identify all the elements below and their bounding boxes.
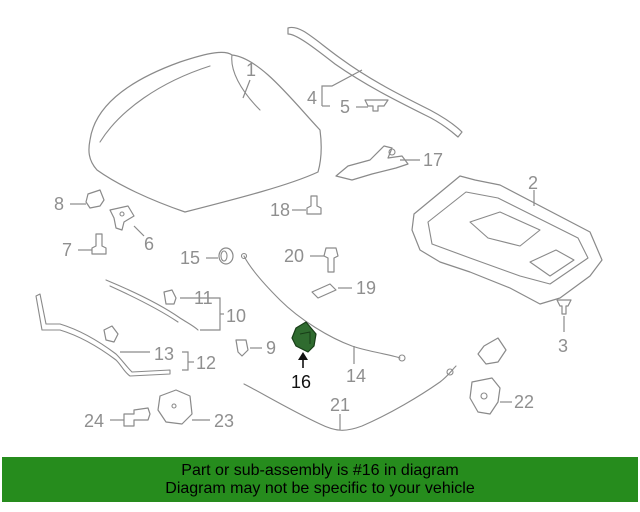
hood-support-rod[interactable] bbox=[240, 252, 406, 362]
callout-9: 9 bbox=[250, 338, 276, 358]
callout-6: 6 bbox=[133, 225, 154, 254]
hood-panel[interactable] bbox=[88, 51, 322, 213]
callout-8: 8 bbox=[54, 194, 86, 214]
callout-6-label: 6 bbox=[144, 234, 154, 254]
clip-9[interactable] bbox=[235, 339, 249, 357]
hood-release-cable[interactable] bbox=[243, 337, 507, 431]
callout-11: 11 bbox=[194, 288, 213, 308]
callout-2-label: 2 bbox=[528, 173, 538, 193]
callout-18: 18 bbox=[270, 200, 306, 220]
hood-seal-weatherstrip[interactable] bbox=[287, 26, 463, 138]
callout-19: 19 bbox=[338, 278, 376, 298]
front-seal-strip[interactable] bbox=[105, 279, 199, 331]
callout-24-label: 24 bbox=[84, 411, 104, 431]
callout-1: 1 bbox=[242, 60, 256, 99]
callout-23: 23 bbox=[192, 411, 234, 431]
bolt-18[interactable] bbox=[306, 195, 322, 215]
callout-12: 12 bbox=[182, 351, 216, 373]
callout-12-label: 12 bbox=[196, 353, 216, 373]
bolt-7[interactable] bbox=[91, 233, 107, 255]
callout-11-label: 11 bbox=[194, 288, 213, 308]
callout-20: 20 bbox=[284, 246, 324, 266]
callout-18-label: 18 bbox=[270, 200, 290, 220]
callout-2: 2 bbox=[528, 173, 538, 206]
callout-22: 22 bbox=[500, 392, 534, 412]
hood-bracket[interactable] bbox=[109, 205, 135, 231]
banner-line-1: Part or sub-assembly is #16 in diagram bbox=[181, 461, 459, 479]
callout-15: 15 bbox=[180, 248, 218, 268]
callout-17-label: 17 bbox=[423, 150, 443, 170]
callout-24: 24 bbox=[84, 411, 124, 431]
callout-23-label: 23 bbox=[214, 411, 234, 431]
hood-latch[interactable] bbox=[335, 145, 409, 181]
callout-14: 14 bbox=[346, 346, 366, 386]
callout-20-label: 20 bbox=[284, 246, 304, 266]
banner-line-2: Diagram may not be specific to your vehi… bbox=[165, 479, 475, 497]
grommet[interactable] bbox=[218, 247, 234, 265]
hood-release-handle[interactable] bbox=[469, 377, 501, 415]
callout-15-label: 15 bbox=[180, 248, 200, 268]
callout-7-label: 7 bbox=[62, 240, 72, 260]
part-info-banner: Part or sub-assembly is #16 in diagram D… bbox=[2, 457, 638, 502]
callout-16: 16 bbox=[291, 352, 311, 392]
callout-10: 10 bbox=[180, 297, 246, 331]
callout-21-label: 21 bbox=[330, 395, 350, 415]
hood-insulator[interactable] bbox=[411, 175, 603, 305]
callout-17: 17 bbox=[400, 150, 443, 170]
callout-5: 5 bbox=[340, 97, 368, 117]
lower-seal-strip[interactable] bbox=[35, 293, 171, 377]
callout-3-label: 3 bbox=[558, 336, 568, 356]
callout-13: 13 bbox=[120, 344, 174, 364]
callout-3: 3 bbox=[558, 316, 568, 356]
callout-7: 7 bbox=[62, 240, 92, 260]
seal-clip[interactable] bbox=[364, 99, 389, 112]
highlighted-part-16[interactable] bbox=[291, 321, 317, 353]
callout-14-label: 14 bbox=[346, 366, 366, 386]
bolt-24[interactable] bbox=[123, 407, 151, 427]
hood-parts-diagram: 1 4 5 17 2 3 bbox=[35, 26, 603, 431]
callout-4: 4 bbox=[307, 69, 363, 108]
callout-21: 21 bbox=[330, 395, 350, 430]
seal-clip-11[interactable] bbox=[163, 289, 177, 305]
callout-10-label: 10 bbox=[226, 306, 246, 326]
callout-5-label: 5 bbox=[340, 97, 350, 117]
callout-13-label: 13 bbox=[154, 344, 174, 364]
callout-22-label: 22 bbox=[514, 392, 534, 412]
callout-16-label: 16 bbox=[291, 372, 311, 392]
bolt-20[interactable] bbox=[323, 247, 339, 273]
callout-1-label: 1 bbox=[246, 60, 256, 80]
lock-bracket[interactable] bbox=[157, 389, 193, 425]
bumper-stop[interactable] bbox=[85, 189, 105, 209]
insulator-push-clip[interactable] bbox=[556, 299, 572, 315]
cable-bracket-plate[interactable] bbox=[311, 283, 337, 299]
callout-9-label: 9 bbox=[266, 338, 276, 358]
seal-clip-13[interactable] bbox=[103, 325, 119, 343]
callout-19-label: 19 bbox=[356, 278, 376, 298]
callout-8-label: 8 bbox=[54, 194, 64, 214]
callout-4-label: 4 bbox=[307, 88, 317, 108]
